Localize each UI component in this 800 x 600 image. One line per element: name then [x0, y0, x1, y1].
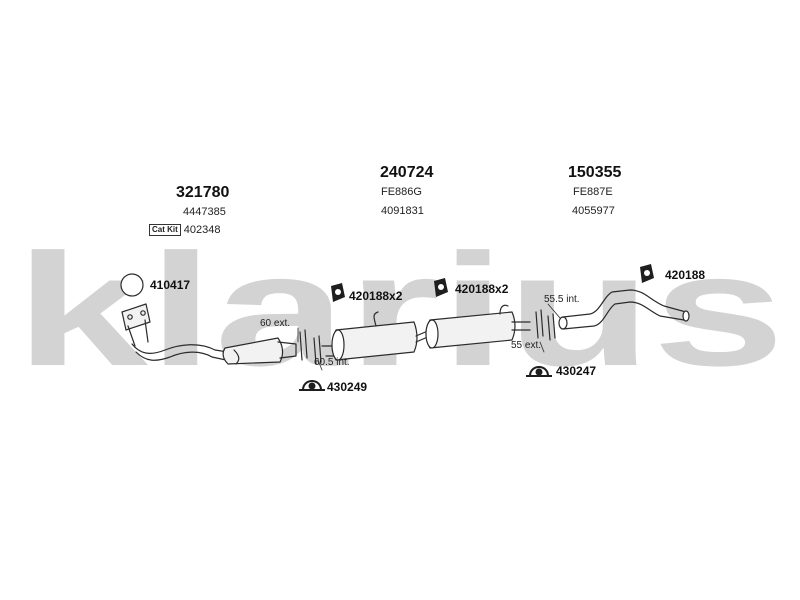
exhaust-clamp-icon: [526, 366, 552, 377]
exhaust-clamp-icon: [299, 380, 325, 391]
fitting-code-rear: FE887E: [573, 186, 613, 198]
fitting-code-centre: FE886G: [381, 186, 422, 198]
oe-reference-front: 4447385: [183, 206, 226, 218]
dimension-label: 60.5 int.: [314, 357, 350, 368]
rear-tailpipe: [558, 289, 690, 330]
mount-part-number-b: 420188x2: [455, 282, 509, 296]
centre-silencer-section: [321, 311, 531, 361]
rubber-mount-icon: [434, 278, 448, 297]
part-number-centre: 240724: [380, 164, 434, 181]
oe-reference-rear: 4055977: [572, 205, 615, 217]
front-pipe-catalyst: [131, 337, 297, 365]
dimension-leaders: [297, 303, 561, 371]
clamp-part-number-b: 430247: [556, 364, 597, 378]
cat-kit-number: 402348: [183, 224, 221, 236]
joint-marks-rear: [535, 309, 556, 341]
mount-part-number-c: 420188: [665, 268, 706, 282]
gasket-part-number: 410417: [150, 278, 191, 292]
hanger-hooks: [373, 304, 509, 327]
rubber-mount-icon: [640, 264, 654, 283]
gasket-ring-icon: [120, 273, 144, 297]
dimension-label: 60 ext.: [260, 318, 291, 329]
manifold-flange: [121, 303, 151, 347]
cat-kit-badge: Cat Kit: [149, 224, 181, 236]
oe-reference-centre: 4091831: [381, 205, 424, 217]
part-number-rear: 150355: [568, 164, 622, 181]
dimension-label: 55 ext.: [511, 340, 542, 351]
dimension-label: 55.5 int.: [544, 294, 580, 305]
joint-marks-front: [299, 329, 322, 365]
clamp-part-number-a: 430249: [327, 380, 368, 394]
mount-part-number-a: 420188x2: [349, 289, 403, 303]
part-number-front: 321780: [176, 184, 230, 201]
rubber-mount-icon: [331, 283, 345, 302]
